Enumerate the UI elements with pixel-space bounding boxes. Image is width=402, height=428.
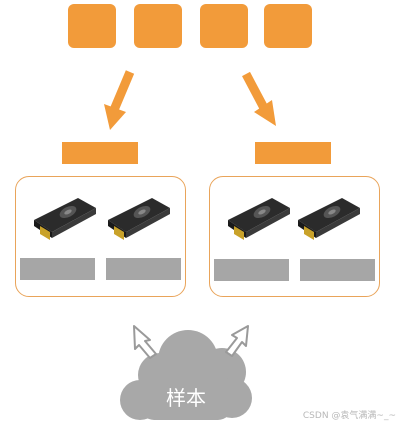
gray-block-left-2 — [106, 258, 181, 280]
mid-bar-right — [255, 142, 331, 164]
top-block-4 — [264, 4, 312, 48]
cloud-label: 样本 — [166, 386, 206, 410]
graphics-card-icon — [34, 198, 96, 240]
graphics-card-icon — [228, 198, 290, 240]
top-block-2 — [134, 4, 182, 48]
mid-bar-left — [62, 142, 138, 164]
top-block-1 — [68, 4, 116, 48]
gray-block-right-2 — [300, 259, 375, 281]
top-block-3 — [200, 4, 248, 48]
gray-block-left-1 — [20, 258, 95, 280]
watermark: CSDN @袁气满满~_~ — [302, 411, 396, 421]
gray-block-right-1 — [214, 259, 289, 281]
graphics-card-icon — [108, 198, 170, 240]
graphics-card-icon — [298, 198, 360, 240]
